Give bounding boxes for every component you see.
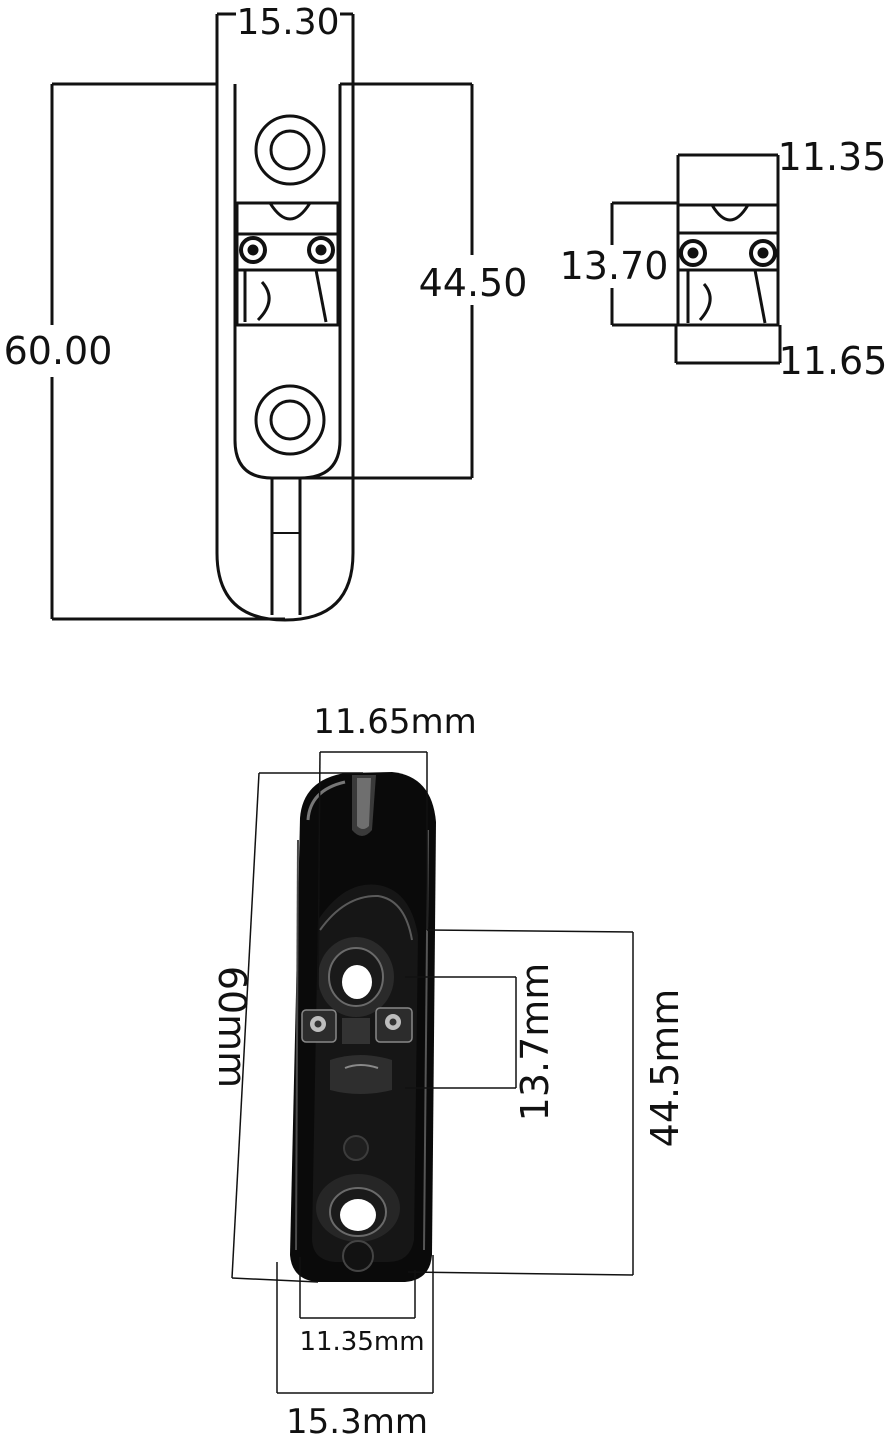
clip-ball-right <box>307 236 335 264</box>
photo-height-label: 60mm <box>210 966 254 1088</box>
front-hole-spacing-label: 44.50 <box>419 261 528 305</box>
side-view-dimension-lines <box>610 153 782 365</box>
product-photo <box>290 772 436 1282</box>
bottom-hole <box>254 384 326 456</box>
photo-outer-width-label: 15.3mm <box>286 1402 428 1440</box>
side-view-frame <box>676 203 780 327</box>
photo-screw-right <box>375 1007 413 1043</box>
front-view-outline <box>215 84 355 622</box>
photo-screw-left <box>301 1009 337 1043</box>
clip-frame <box>235 201 340 327</box>
top-hole <box>254 114 326 186</box>
photo-hole-spacing-label: 44.5mm <box>643 989 687 1148</box>
side-view-drawing <box>676 203 780 327</box>
photo-top-width-label: 11.65mm <box>313 702 477 742</box>
front-view-dimension-lines <box>50 12 474 621</box>
side-top-width-label: 11.35 <box>778 135 886 179</box>
side-bottom-width-label: 11.65 <box>779 339 886 383</box>
front-height-label: 60.00 <box>4 329 113 373</box>
front-view-drawing <box>215 84 355 622</box>
photo-inner-width-label: 11.35mm <box>299 1327 424 1357</box>
side-ball-left <box>679 239 707 267</box>
photo-dimension-lines <box>231 751 634 1394</box>
photo-lower-hole <box>340 1199 376 1231</box>
clip-ball-left <box>239 236 267 264</box>
photo-inner-height-label: 13.7mm <box>513 963 557 1122</box>
side-ball-right <box>749 239 777 267</box>
photo-upper-hole <box>342 965 372 999</box>
front-width-label: 15.30 <box>236 2 339 43</box>
side-height-label: 13.70 <box>560 244 669 288</box>
front-view-inner-plate <box>233 84 342 480</box>
